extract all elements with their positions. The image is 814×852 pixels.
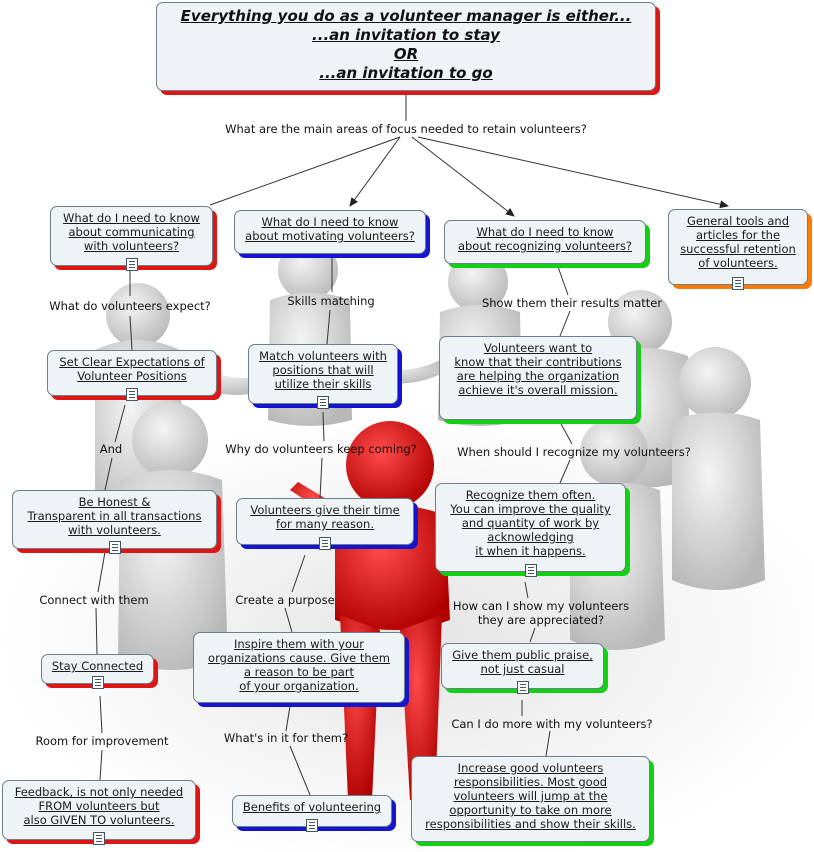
node-responsibilities[interactable]: Increase good volunteers responsibilitie…	[411, 756, 650, 842]
note-icon[interactable]	[108, 541, 121, 554]
node-text: What do I need to know about recognizing…	[457, 225, 633, 253]
node-stay-connected[interactable]: Stay Connected	[41, 654, 154, 689]
main-question-label: What are the main areas of focus needed …	[222, 122, 590, 136]
node-benefits[interactable]: Benefits of volunteering	[232, 795, 392, 832]
label-results: Show them their results matter	[481, 296, 663, 310]
node-text: What do I need to know about communicati…	[63, 211, 200, 253]
node-communicating[interactable]: What do I need to know about communicati…	[50, 206, 213, 271]
note-icon[interactable]	[93, 832, 105, 845]
label-and: And	[99, 442, 123, 456]
node-text: Stay Connected	[51, 659, 144, 673]
node-text: Volunteers want to know that their contr…	[454, 341, 622, 397]
label-in-it: What's in it for them?	[223, 731, 349, 745]
node-text: General tools and articles for the succe…	[680, 214, 796, 270]
label-keep-coming: Why do volunteers keep coming?	[225, 442, 417, 456]
node-expectations[interactable]: Set Clear Expectations of Volunteer Posi…	[47, 350, 217, 401]
node-text: Feedback, is not only needed FROM volunt…	[14, 785, 184, 827]
root-topic[interactable]: Everything you do as a volunteer manager…	[156, 2, 656, 91]
label-expect: What do volunteers expect?	[49, 299, 211, 313]
node-tools[interactable]: General tools and articles for the succe…	[668, 209, 808, 290]
note-icon[interactable]	[524, 564, 537, 577]
node-give-time[interactable]: Volunteers give their time for many reas…	[236, 498, 414, 550]
label-connect: Connect with them	[39, 593, 149, 607]
label-purpose: Create a purpose	[235, 593, 335, 607]
node-motivating[interactable]: What do I need to know about motivating …	[234, 210, 426, 254]
root-line-3: OR	[393, 45, 419, 63]
node-text: Inspire them with your organizations cau…	[208, 637, 390, 693]
label-how: How can I show my volunteers they are ap…	[452, 599, 630, 627]
node-text: Set Clear Expectations of Volunteer Posi…	[59, 355, 205, 383]
root-line-1: Everything you do as a volunteer manager…	[180, 7, 632, 25]
node-praise[interactable]: Give them public praise, not just casual	[441, 643, 604, 694]
label-when: When should I recognize my volunteers?	[457, 445, 691, 459]
note-icon[interactable]	[516, 681, 529, 694]
note-icon[interactable]	[317, 396, 329, 409]
note-icon[interactable]	[732, 277, 744, 290]
note-icon[interactable]	[126, 388, 138, 401]
node-contributions[interactable]: Volunteers want to know that their contr…	[439, 336, 637, 420]
node-feedback[interactable]: Feedback, is not only needed FROM volunt…	[2, 780, 196, 845]
note-icon[interactable]	[319, 537, 331, 550]
node-match[interactable]: Match volunteers with positions that wil…	[248, 344, 398, 409]
node-text: Be Honest & Transparent in all transacti…	[27, 495, 202, 537]
node-text: Give them public praise, not just casual	[452, 648, 593, 676]
node-text: Recognize them often. You can improve th…	[450, 488, 611, 558]
node-text: Volunteers give their time for many reas…	[250, 503, 400, 531]
node-honest[interactable]: Be Honest & Transparent in all transacti…	[12, 490, 217, 554]
node-text: Increase good volunteers responsibilitie…	[425, 761, 636, 831]
node-text: Match volunteers with positions that wil…	[259, 349, 387, 391]
root-line-2: ...an invitation to stay	[312, 26, 500, 44]
note-icon[interactable]	[306, 819, 318, 832]
label-improve: Room for improvement	[35, 734, 169, 748]
node-recognizing[interactable]: What do I need to know about recognizing…	[444, 220, 646, 264]
label-more: Can I do more with my volunteers?	[451, 717, 653, 731]
node-inspire[interactable]: Inspire them with your organizations cau…	[193, 632, 405, 703]
root-line-4: ...an invitation to go	[319, 64, 493, 82]
node-recognize-often[interactable]: Recognize them often. You can improve th…	[435, 483, 626, 577]
note-icon[interactable]	[91, 676, 104, 689]
label-skills: Skills matching	[287, 294, 375, 308]
node-text: What do I need to know about motivating …	[245, 215, 415, 243]
node-text: Benefits of volunteering	[242, 800, 382, 814]
note-icon[interactable]	[125, 258, 138, 271]
